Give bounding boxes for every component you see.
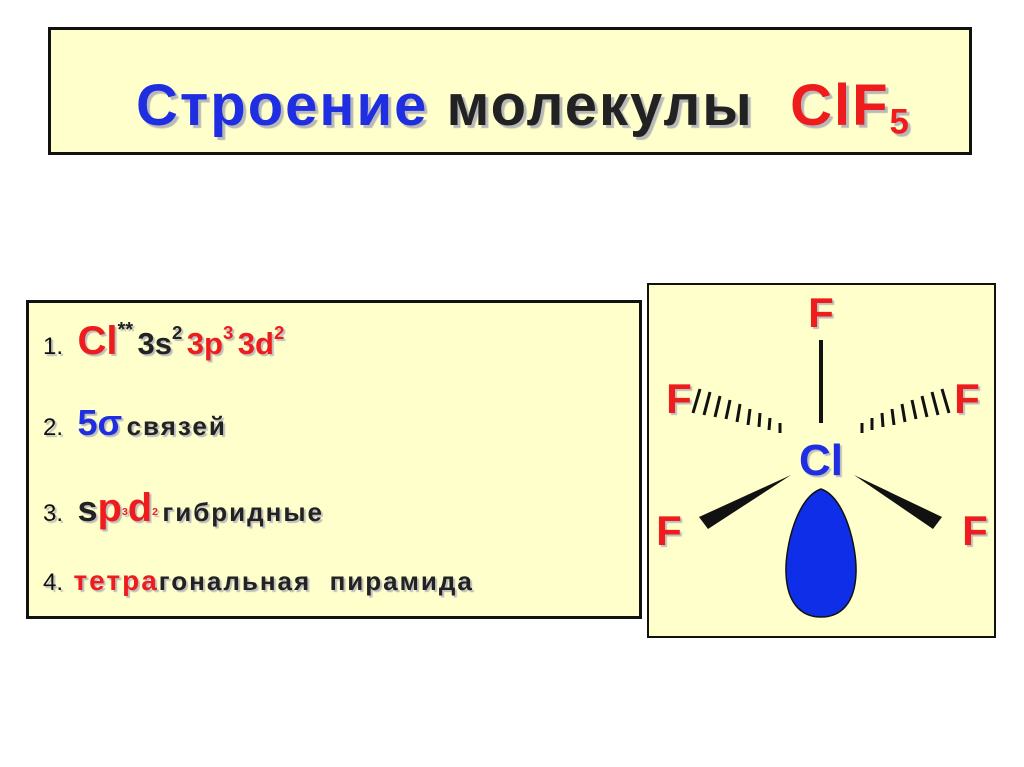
excited-state-marks: ** xyxy=(117,319,134,341)
list-item-sigma-bonds: 2. 5σ связей xyxy=(43,402,227,444)
config-3p-label: 3p xyxy=(186,326,223,361)
list-item-hybridization: 3. sp3d2 гибридные xyxy=(43,486,324,531)
hybrid-d: d xyxy=(127,486,153,530)
hybrid-text: гибридные xyxy=(162,497,324,527)
fluorine-front-left-label: F xyxy=(656,507,682,554)
config-3p-exp: 3 xyxy=(222,322,234,344)
title-word-molecule: молекулы xyxy=(446,73,754,138)
hybrid-s: s xyxy=(77,488,98,529)
list-number: 3. xyxy=(43,500,64,527)
config-3s-label: 3s xyxy=(137,326,172,361)
config-3s: 3s2 xyxy=(137,322,183,361)
config-3d-label: 3d xyxy=(237,326,274,361)
config-3d-exp: 2 xyxy=(273,322,285,344)
config-3p: 3p3 xyxy=(186,322,234,361)
sigma-bonds-text: связей xyxy=(126,411,227,441)
wedge-bond-right xyxy=(854,475,942,529)
config-3d: 3d2 xyxy=(237,322,285,361)
title-formula: ClF5 xyxy=(790,73,911,142)
title-formula-main: ClF xyxy=(790,73,890,138)
list-item-electron-config: 1. Cl** 3s2 3p3 3d2 xyxy=(43,319,284,364)
title-word-structure: Строение xyxy=(136,73,429,138)
hashed-bond-left xyxy=(691,388,782,433)
hybrid-p-exp: 3 xyxy=(121,506,128,518)
molecule-diagram-box: F F F F F Cl xyxy=(647,283,996,638)
fluorine-back-left-label: F xyxy=(666,375,692,422)
title-formula-subscript: 5 xyxy=(889,102,911,142)
hashed-bond-right xyxy=(860,388,951,433)
fluorine-top-label: F xyxy=(808,289,834,336)
config-3s-exp: 2 xyxy=(171,322,183,344)
lone-pair-lobe xyxy=(785,488,857,618)
page-title: Строение молекулы ClF5 xyxy=(136,72,911,143)
fluorine-back-right-label: F xyxy=(954,375,980,422)
sigma-count: 5σ xyxy=(77,402,123,443)
hybrid-d-exp: 2 xyxy=(152,506,158,518)
chlorine-symbol: Cl xyxy=(77,319,118,363)
hybrid-p: p xyxy=(97,486,122,530)
fluorine-front-right-label: F xyxy=(962,507,988,554)
properties-list-box: 1. Cl** 3s2 3p3 3d2 2. 5σ связей 3. sp3d… xyxy=(26,300,642,619)
title-box: Строение молекулы ClF5 xyxy=(48,27,972,155)
list-number: 2. xyxy=(43,414,64,441)
geometry-rest: гональная пирамида xyxy=(158,566,474,596)
list-number: 4. xyxy=(43,569,64,596)
list-number: 1. xyxy=(43,333,64,360)
chlorine-center-label: Cl xyxy=(799,436,843,485)
list-item-geometry: 4. тетрагональная пирамида xyxy=(43,565,474,597)
molecule-diagram: F F F F F Cl xyxy=(656,289,988,618)
wedge-bond-left xyxy=(699,475,791,529)
geometry-prefix: тетра xyxy=(73,565,159,596)
